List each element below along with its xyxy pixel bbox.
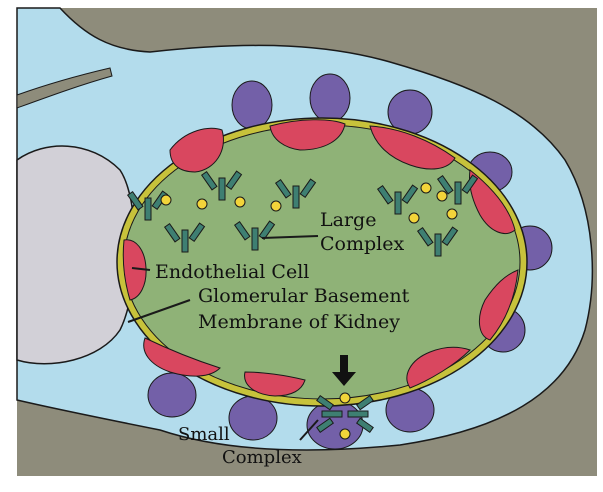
label-endothelial-cell: Endothelial Cell bbox=[155, 261, 309, 283]
antigen bbox=[447, 209, 457, 219]
podocyte-foot bbox=[307, 401, 363, 449]
antigen bbox=[161, 195, 171, 205]
antigen bbox=[271, 201, 281, 211]
label-large-complex-1: Large bbox=[320, 209, 376, 231]
label-small-complex-2: Complex bbox=[222, 447, 302, 468]
antigen bbox=[340, 393, 350, 403]
antigen bbox=[340, 429, 350, 439]
podocyte-foot bbox=[148, 373, 196, 417]
podocyte-foot bbox=[232, 81, 272, 129]
antigen bbox=[409, 213, 419, 223]
antigen bbox=[421, 183, 431, 193]
label-large-complex-2: Complex bbox=[320, 233, 404, 255]
label-small-complex-1: Small bbox=[178, 424, 230, 445]
antigen bbox=[235, 197, 245, 207]
label-gbm-2: Membrane of Kidney bbox=[198, 311, 400, 333]
antigen bbox=[437, 191, 447, 201]
podocyte-foot bbox=[229, 396, 277, 440]
antigen bbox=[197, 199, 207, 209]
podocyte-foot bbox=[310, 74, 350, 122]
label-gbm-1: Glomerular Basement bbox=[198, 285, 410, 307]
